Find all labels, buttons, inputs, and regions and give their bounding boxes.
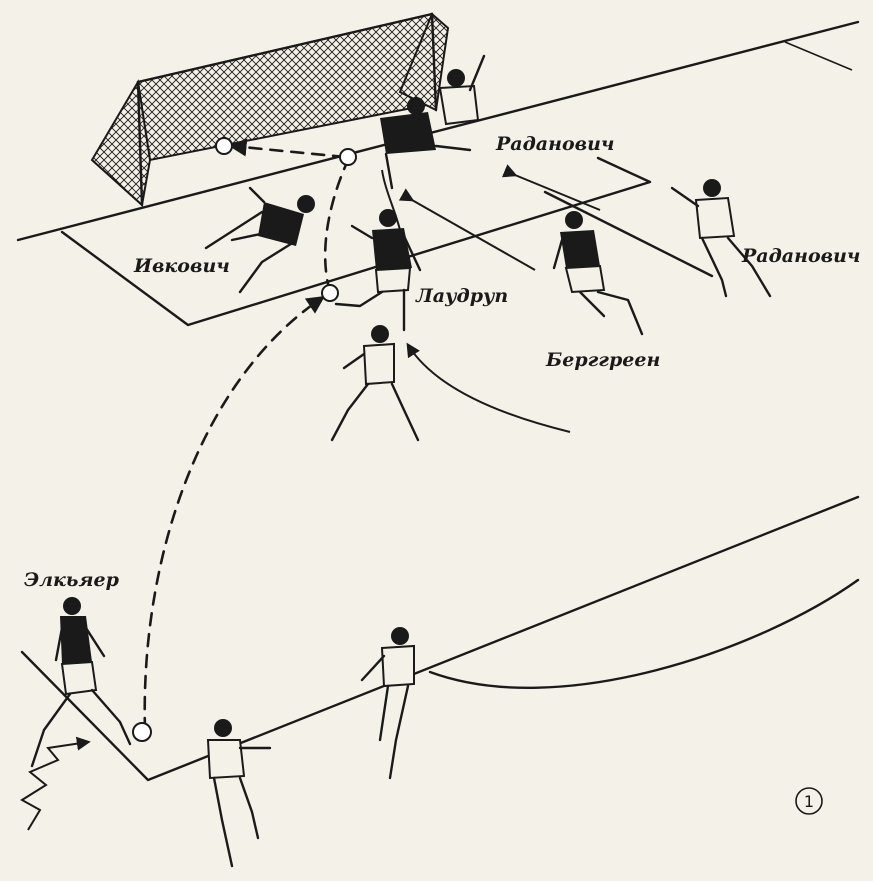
player-cluster-goal bbox=[380, 54, 486, 190]
players bbox=[30, 54, 772, 868]
player-labels: Раданович Раданович Ивкович Лаудруп Берг… bbox=[24, 133, 861, 591]
ball-icon bbox=[215, 137, 233, 155]
player-ivkovich-figure bbox=[204, 186, 315, 294]
ball-icon bbox=[132, 722, 152, 742]
figure-number: 1 bbox=[804, 792, 814, 811]
ball-icon bbox=[321, 284, 339, 302]
label-radanovich-top: Раданович bbox=[495, 133, 615, 155]
player-elkjaer-figure bbox=[30, 597, 132, 768]
label-berggreen: Берггреен bbox=[545, 349, 660, 371]
label-elkjaer: Элкьяер bbox=[24, 569, 120, 591]
player-laudrup-figure bbox=[334, 209, 422, 332]
penalty-area-front-line bbox=[20, 495, 860, 782]
ball-icon bbox=[339, 148, 357, 166]
goal-line bbox=[16, 20, 860, 242]
label-laudrup: Лаудруп bbox=[415, 285, 508, 307]
figure-number-badge: 1 bbox=[795, 787, 823, 815]
penalty-arc bbox=[428, 578, 860, 690]
player-runner-mid bbox=[330, 325, 420, 442]
field-lines bbox=[16, 20, 860, 782]
label-ivkovich: Ивкович bbox=[133, 255, 230, 277]
player-runner-bottom bbox=[206, 719, 272, 868]
goal-area-box bbox=[60, 156, 652, 327]
player-berggreen-figure bbox=[552, 211, 644, 336]
player-runs bbox=[20, 164, 601, 831]
player-runner-arc bbox=[360, 627, 415, 780]
penalty-area-side-line bbox=[543, 190, 714, 278]
player-radanovich-right-figure bbox=[670, 179, 772, 298]
goal bbox=[90, 12, 450, 207]
ball-trajectory bbox=[132, 137, 357, 742]
right-touch-mark bbox=[784, 41, 853, 71]
label-radanovich-right: Раданович bbox=[741, 245, 861, 267]
